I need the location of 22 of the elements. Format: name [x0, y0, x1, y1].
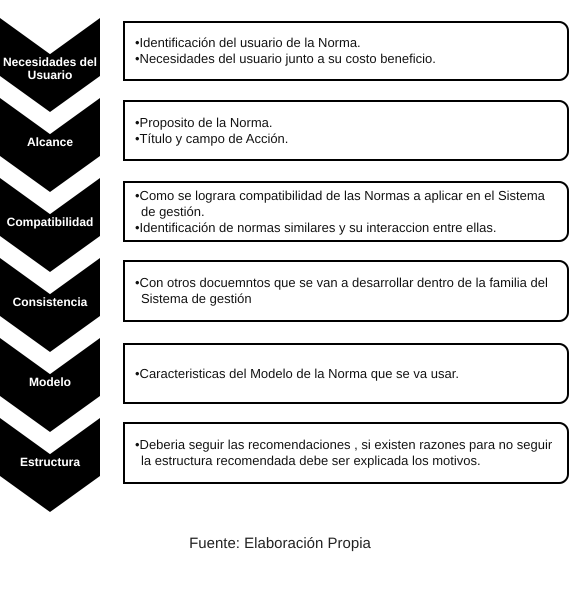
step-label: Modelo [28, 376, 72, 389]
bullet-point-text: •Como se lograra compatibilidad de las Normas a aplicar en el Sistema de gestión. [135, 188, 546, 220]
step-label: Alcance [26, 136, 74, 149]
content-panel [123, 21, 569, 81]
bullet-point-text: •Identificación del usuario de la Norma. [135, 35, 362, 51]
bullet-point-text: •Proposito de la Norma. [135, 114, 274, 130]
bullet-point-text: •Título y campo de Acción. [135, 130, 290, 146]
step-label: Compatibilidad [6, 216, 94, 229]
bullet-point-text: •Deberia seguir las recomendaciones , si existen razones para no seguir la estructura recomendada debe ser explicada los motivos. [135, 437, 554, 469]
step-label: Necesidades del Usuario [2, 56, 98, 82]
step-label: Estructura [18, 456, 82, 469]
caption: Fuente: Elaboración Propia [188, 535, 372, 552]
content-panel [123, 343, 569, 404]
content-panel [123, 181, 569, 242]
bullet-point-text: •Necesidades del usuario junto a su costo beneficio. [135, 51, 437, 67]
content-panel [123, 422, 569, 484]
content-panel [123, 260, 569, 322]
step-label: Consistencia [12, 296, 88, 309]
bullet-point-text: •Identificación de normas similares y su interaccion entre ellas. [135, 220, 498, 236]
bullet-point-text: •Caracteristicas del Modelo de la Norma que se va usar. [135, 366, 460, 382]
content-panel [123, 100, 569, 161]
bullet-point-text: •Con otros docuemntos que se van a desarrollar dentro de la familia del Sistema de gestión [135, 275, 549, 307]
